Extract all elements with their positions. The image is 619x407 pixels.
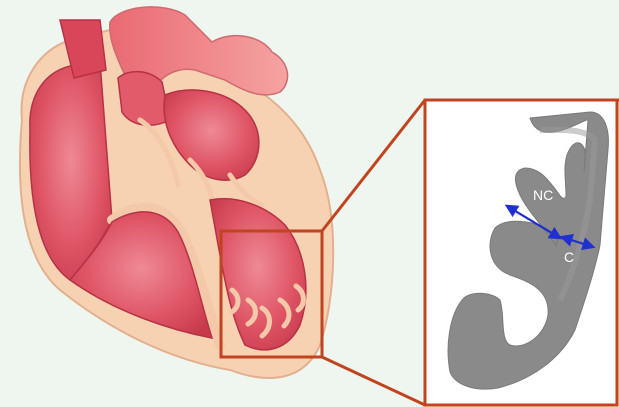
- label-c: C: [564, 249, 574, 265]
- heart-illustration: [20, 7, 333, 378]
- label-nc: NC: [533, 187, 553, 203]
- callout-line-top: [322, 100, 425, 231]
- callout-line-bottom: [322, 357, 425, 405]
